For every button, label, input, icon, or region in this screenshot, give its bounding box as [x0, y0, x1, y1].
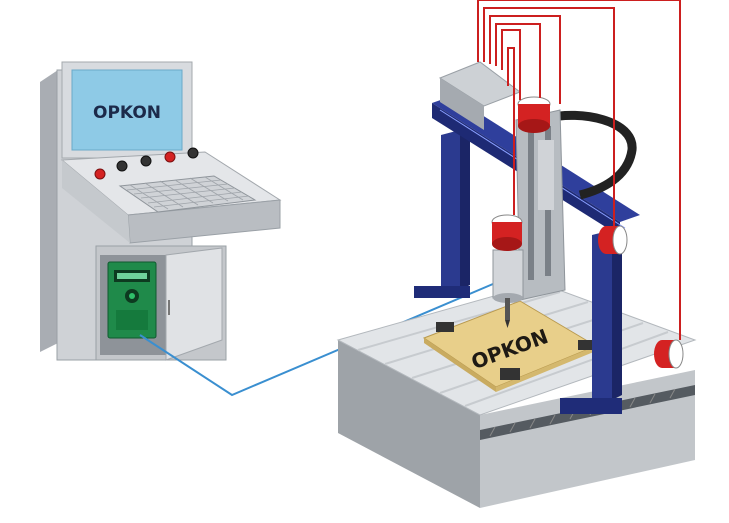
clamp [436, 322, 454, 332]
control-cabinet: OPKON [40, 62, 280, 360]
encoder-icon [518, 97, 550, 133]
cabinet-door [166, 248, 222, 360]
cabinet-side [40, 70, 58, 352]
gantry-left-leg [441, 130, 460, 296]
cnc-machine: OPKON [338, 62, 695, 508]
black-knob [141, 156, 151, 166]
black-knob [188, 148, 198, 158]
clamp [500, 368, 520, 380]
gantry-right-leg [592, 230, 612, 405]
screen-brand-label: OPKON [93, 103, 161, 123]
encoder-icon [654, 340, 683, 368]
inverter-drive-icon [108, 262, 156, 338]
red-button [95, 169, 105, 179]
red-button [165, 152, 175, 162]
encoder-icon [492, 215, 522, 251]
black-knob [117, 161, 127, 171]
encoder-icon [598, 226, 627, 254]
